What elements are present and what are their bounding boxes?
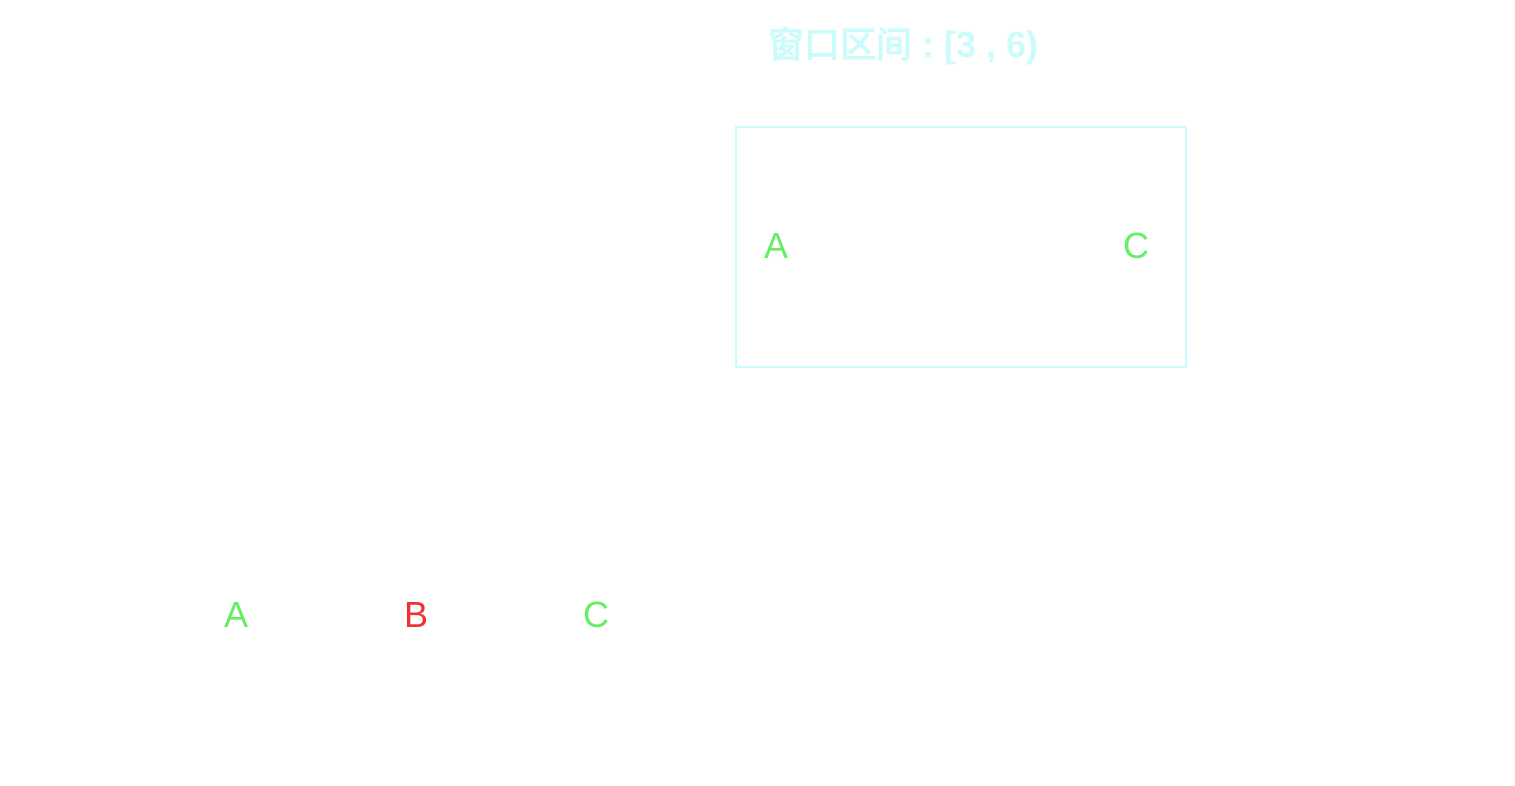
- sequence-letter-c: C: [583, 594, 609, 635]
- sequence-letter-b: B: [403, 594, 428, 635]
- window-letter-c: C: [1123, 225, 1149, 266]
- window-interval-title: 窗口区间 : [3 , 6): [768, 24, 1039, 65]
- window-letter-a: A: [763, 225, 788, 266]
- sequence-letter-a: A: [223, 594, 248, 635]
- window-box: [735, 126, 1187, 368]
